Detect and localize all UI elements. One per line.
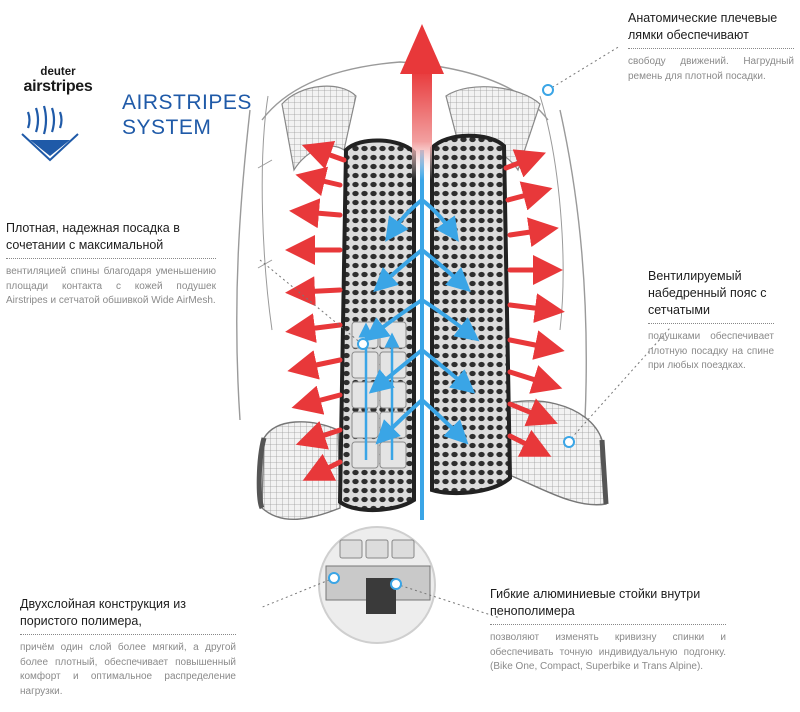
brand-logo: deuter airstripes (6, 66, 110, 95)
callout-dual-layer: Двухслойная конструкция из пористого пол… (20, 596, 236, 699)
callout-shoulder-heading: Анатомические плечевые лямки обеспечиваю… (628, 11, 778, 42)
callout-fit-divider (6, 258, 216, 259)
callout-hipbelt-divider (648, 323, 774, 324)
callout-fit-text: вентиляцией спины благодаря уменьшению п… (6, 266, 216, 306)
callout-stays-text: позволяют изменять кривизну спинки и обе… (490, 632, 726, 672)
foam-detail-inset (318, 526, 436, 644)
callout-hipbelt-text: подушками обеспечивает плотную посадку н… (648, 331, 774, 371)
callout-shoulder-text: свободу движений. Нагрудный ремень для п… (628, 56, 794, 82)
callout-stays-divider (490, 624, 726, 625)
callout-layers-heading: Двухслойная конструкция из пористого пол… (20, 597, 186, 628)
callout-dots (328, 84, 575, 590)
callout-shoulder-straps: Анатомические плечевые лямки обеспечиваю… (628, 10, 794, 84)
system-title-line2: SYSTEM (122, 116, 212, 139)
brand-name-bottom: airstripes (23, 78, 93, 95)
callout-stays-heading: Гибкие алюминиевые стойки внутри пенопол… (490, 587, 701, 618)
airstripes-logo-icon (21, 105, 79, 162)
warm-air-side-arrows (285, 140, 565, 481)
callout-aluminium-stays: Гибкие алюминиевые стойки внутри пенопол… (490, 586, 726, 675)
callout-fit-heading: Плотная, надежная посадка в сочетании с … (6, 221, 180, 252)
system-title: AIRSTRIPES SYSTEM (122, 90, 252, 140)
callout-leaders (259, 45, 671, 619)
warm-air-main-arrow (400, 24, 444, 180)
callout-hip-belt: Вентилируемый набедренный пояс с сетчаты… (648, 268, 774, 374)
callout-hipbelt-heading: Вентилируемый набедренный пояс с сетчаты… (648, 269, 767, 317)
brand-name-top: deuter (40, 66, 76, 78)
system-title-line1: AIRSTRIPES (122, 91, 252, 114)
cool-air-channel (358, 150, 480, 520)
callout-fit: Плотная, надежная посадка в сочетании с … (6, 220, 216, 309)
callout-layers-text: причём один слой более мягкий, а другой … (20, 642, 236, 697)
callout-shoulder-divider (628, 48, 794, 49)
callout-layers-divider (20, 634, 236, 635)
